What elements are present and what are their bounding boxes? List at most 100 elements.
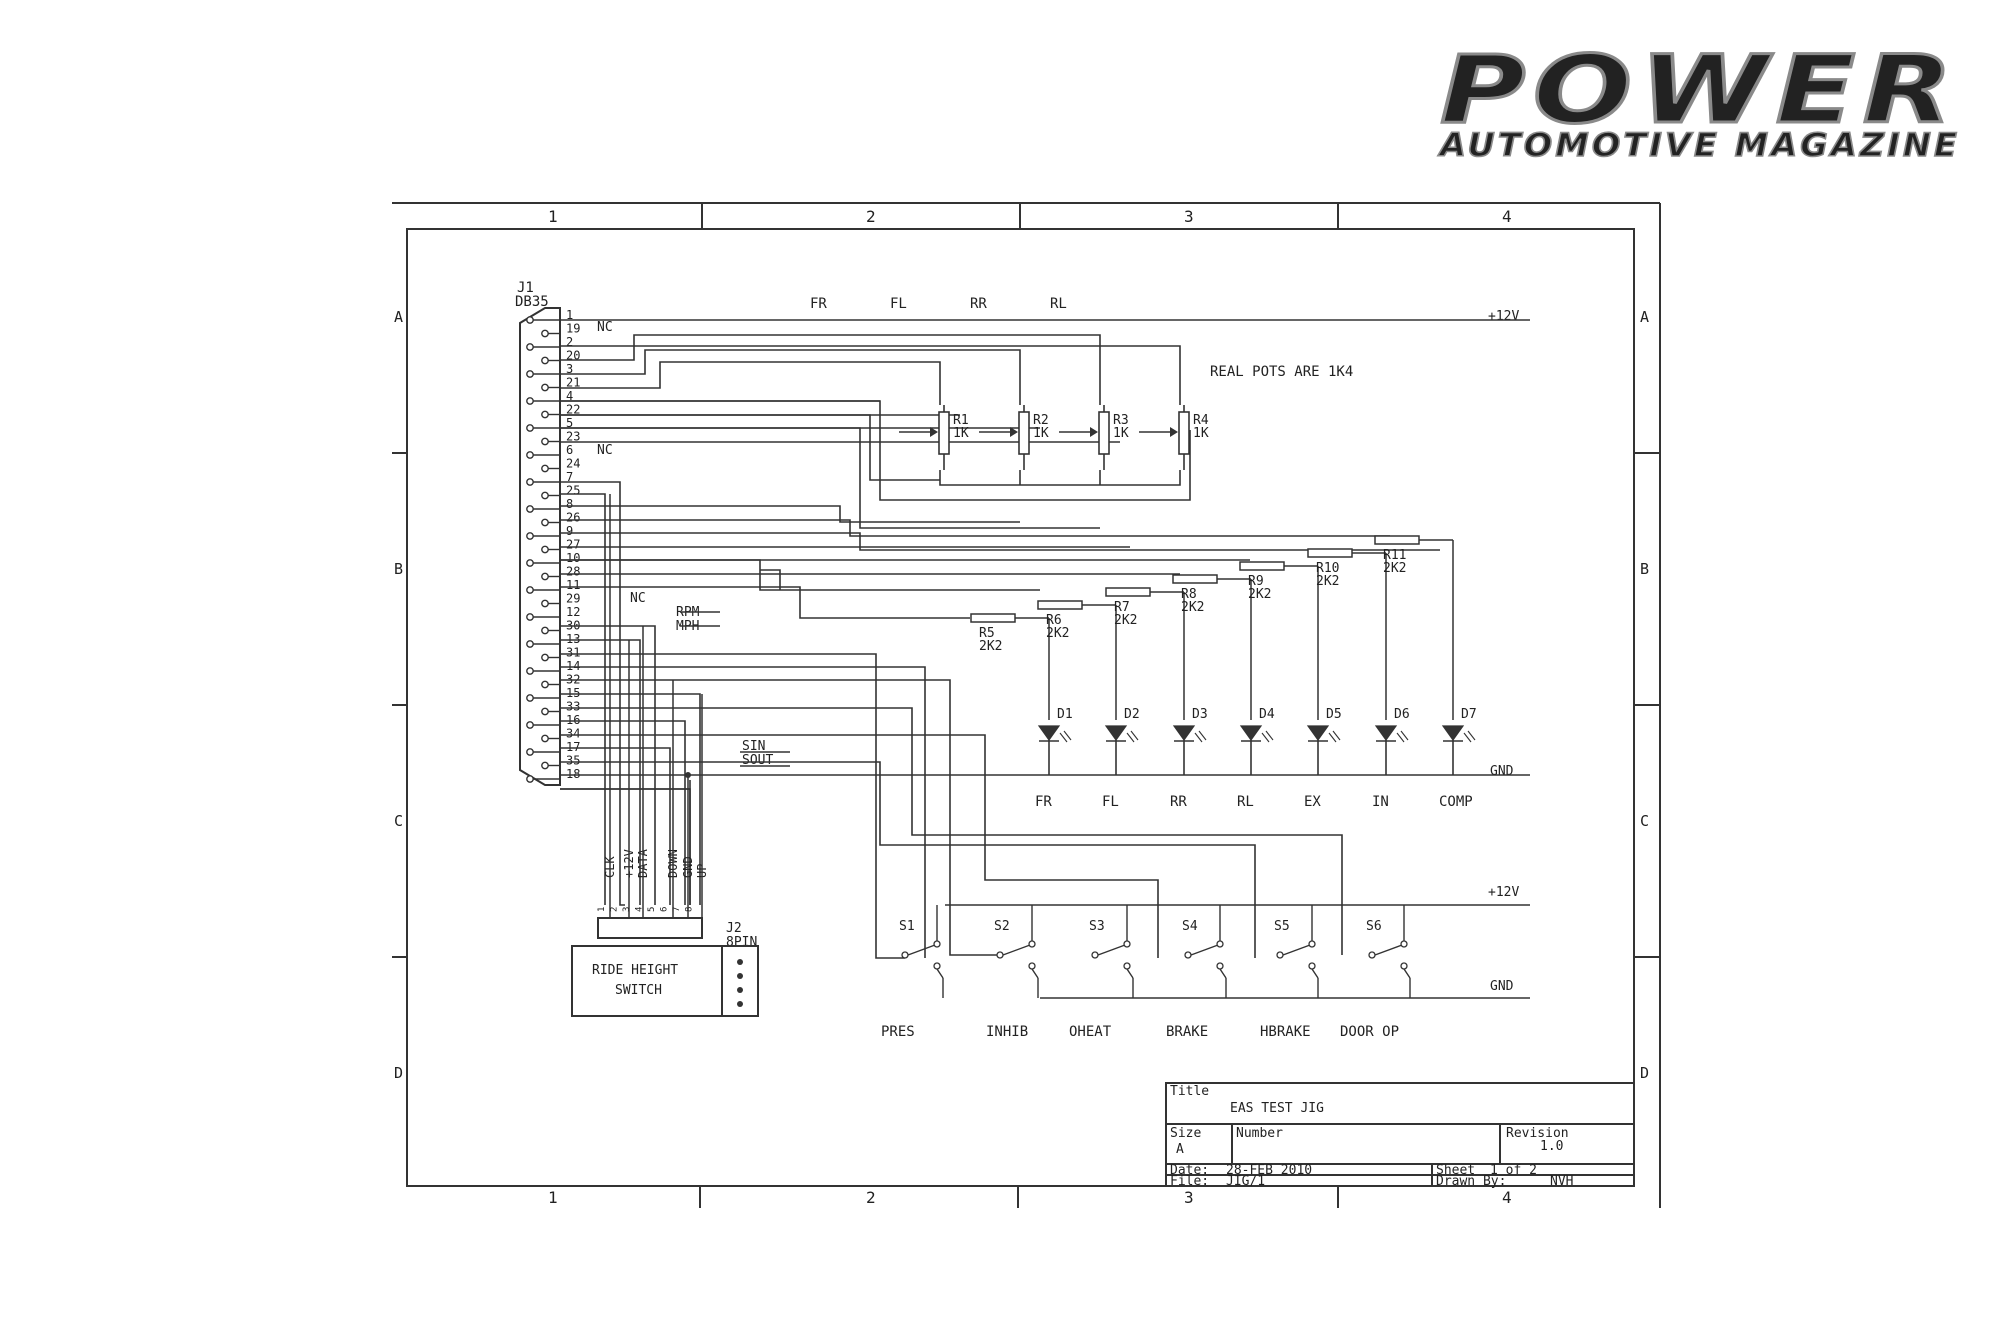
rail-labels: +12V GND +12V GND xyxy=(1488,309,1519,994)
j1-pin-number: 8 xyxy=(566,497,573,511)
resistor-value: 2K2 xyxy=(1181,600,1204,615)
j1-pin-number: 29 xyxy=(566,592,580,606)
j1-pin-number: 25 xyxy=(566,484,580,498)
header-rl: RL xyxy=(1050,296,1067,312)
j2-pin-7: 7 xyxy=(672,907,682,912)
j1-pin-number: 3 xyxy=(566,362,573,376)
j1-pin-8: 8 xyxy=(526,497,573,513)
plus12v-label-sw: +12V xyxy=(1488,885,1519,900)
j1-pin-hole xyxy=(526,343,534,351)
j1-ref: J1 xyxy=(517,280,534,296)
connector-j2: J2 8PIN RIDE HEIGHT SWITCH xyxy=(571,917,759,1017)
j1-pin-28: 28 xyxy=(541,565,580,581)
resistor-value: 2K2 xyxy=(1383,561,1406,576)
led-ref: D3 xyxy=(1192,707,1208,722)
nc-label-19: NC xyxy=(597,320,613,335)
j1-pin-17: 17 xyxy=(526,740,580,756)
j1-pin-hole xyxy=(541,437,549,446)
switch-ref: S1 xyxy=(899,919,915,934)
frame-row-left-A: A xyxy=(394,308,403,326)
j1-signal-labels: NC NC NC RPM MPH SIN SOUT xyxy=(597,320,773,768)
frame-col-top-4: 4 xyxy=(1502,207,1512,226)
frame-row-right-C: C xyxy=(1640,812,1649,830)
led-label: COMP xyxy=(1439,794,1473,810)
j1-pin-1: 1 xyxy=(526,308,573,324)
led-ref: D4 xyxy=(1259,707,1275,722)
j1-pin-16: 16 xyxy=(526,713,580,729)
j1-pin-13: 13 xyxy=(526,632,580,648)
tb-file-label: File: xyxy=(1170,1174,1209,1189)
title-block-text: Title EAS TEST JIG Size A Number Revisio… xyxy=(1170,1084,1573,1189)
j1-pin-number: 18 xyxy=(566,767,580,781)
j1-pin-number: 21 xyxy=(566,376,580,390)
j1-pin-number: 35 xyxy=(566,754,580,768)
pots-note: REAL POTS ARE 1K4 xyxy=(1210,364,1353,380)
j1-pin-number: 4 xyxy=(566,389,573,403)
resistor-ref: R8 xyxy=(1181,587,1197,602)
pot-ref: R4 xyxy=(1193,413,1209,428)
j1-pin-number: 19 xyxy=(566,322,580,336)
j1-pin-hole xyxy=(526,613,534,621)
nc-label-29: NC xyxy=(630,591,646,606)
j1-pin-3: 3 xyxy=(526,362,573,378)
j1-pin-number: 28 xyxy=(566,565,580,579)
ride-height-line1: RIDE HEIGHT xyxy=(592,963,678,978)
j1-pin-19: 19 xyxy=(541,322,580,338)
j1-pin-number: 14 xyxy=(566,659,580,673)
sout-label: SOUT xyxy=(742,753,773,768)
led-ref: D6 xyxy=(1394,707,1410,722)
j1-pin-number: 5 xyxy=(566,416,573,430)
led-ref: D5 xyxy=(1326,707,1342,722)
frame-row-right-D: D xyxy=(1640,1064,1649,1082)
j2-ref: J2 xyxy=(726,921,742,936)
led-label: EX xyxy=(1304,794,1321,810)
j1-pin-number: 27 xyxy=(566,538,580,552)
pot-value: 1K xyxy=(1113,426,1129,441)
led-label: IN xyxy=(1372,794,1389,810)
led-label: FL xyxy=(1102,794,1119,810)
j2-signal-data: DATA xyxy=(636,808,650,918)
gnd-label-sw: GND xyxy=(1490,979,1514,994)
gnd-label-led: GND xyxy=(1490,764,1514,779)
tb-date-label: Date: xyxy=(1170,1163,1209,1178)
j1-pin-number: 33 xyxy=(566,700,580,714)
j2-pin-3: 3 xyxy=(622,907,632,912)
frame-row-left-D: D xyxy=(394,1064,403,1082)
j1-pin-hole xyxy=(541,518,549,527)
pot-value: 1K xyxy=(1033,426,1049,441)
j2-signal-clk: CLK xyxy=(603,808,617,918)
resistor-ref: R6 xyxy=(1046,613,1062,628)
j1-pin-number: 6 xyxy=(566,443,573,457)
led-ref: D2 xyxy=(1124,707,1140,722)
j1-pin-21: 21 xyxy=(541,376,580,392)
j1-pin-26: 26 xyxy=(541,511,580,527)
tb-sheet: 1 of 2 xyxy=(1490,1163,1537,1178)
j1-pin-4: 4 xyxy=(526,389,573,405)
tb-title: EAS TEST JIG xyxy=(1230,1101,1324,1116)
led-ref: D1 xyxy=(1057,707,1073,722)
j2-pin-4: 4 xyxy=(635,907,645,912)
pot-headers: FR FL RR RL xyxy=(810,296,1067,312)
tb-title-label: Title xyxy=(1170,1084,1209,1099)
j1-pin-33: 33 xyxy=(541,700,580,716)
led-ref: D7 xyxy=(1461,707,1477,722)
j2-type: 8PIN xyxy=(726,935,757,950)
j1-pin-23: 23 xyxy=(541,430,580,446)
j1-pin-25: 25 xyxy=(541,484,580,500)
j2-pin-8: 8 xyxy=(685,907,695,912)
j2-signal-down: DOWN xyxy=(666,808,680,918)
j1-pin-number: 9 xyxy=(566,524,573,538)
j1-pin-hole xyxy=(541,626,549,635)
j1-pin-hole xyxy=(541,653,549,662)
tb-number-label: Number xyxy=(1236,1126,1283,1141)
frame-col-top-3: 3 xyxy=(1184,207,1194,226)
brand-subtitle: AUTOMOTIVE MAGAZINE xyxy=(1437,126,1960,164)
j1-pin-number: 20 xyxy=(566,349,580,363)
